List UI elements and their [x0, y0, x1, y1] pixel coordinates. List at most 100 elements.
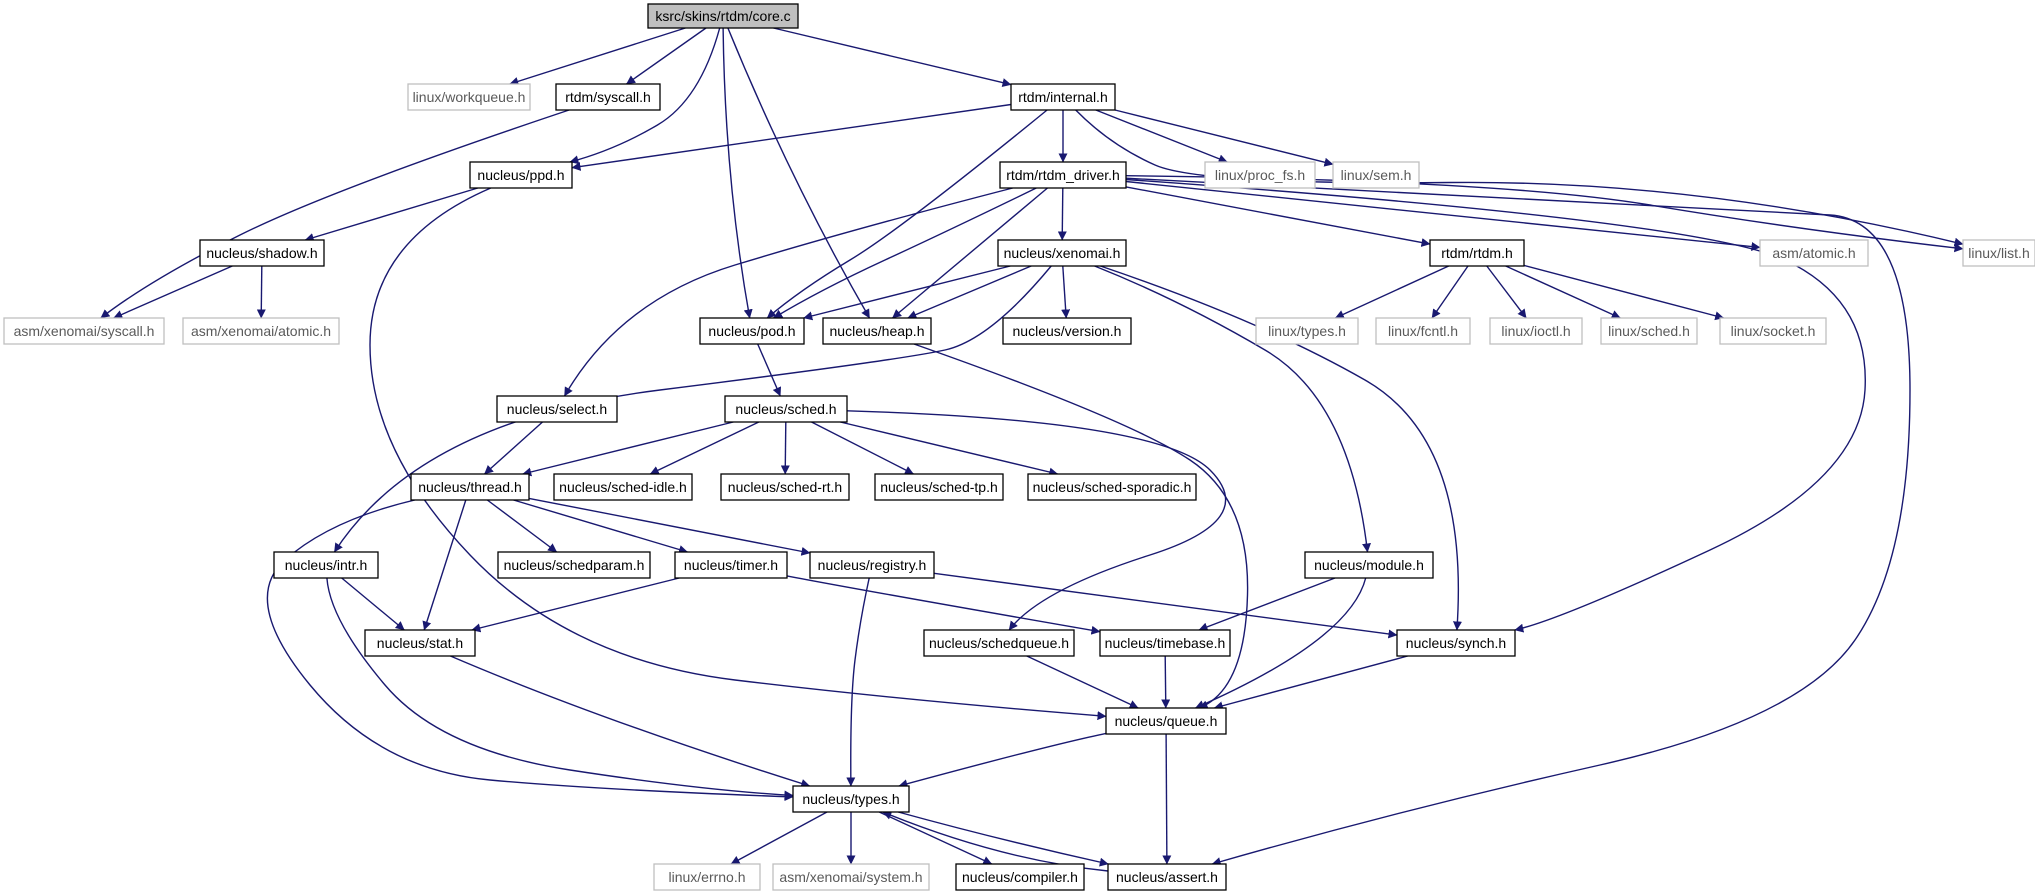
node-nucleus-schedqueue[interactable]: nucleus/schedqueue.h — [923, 629, 1075, 657]
node-label: nucleus/intr.h — [285, 557, 368, 573]
node-rtdm-syscall[interactable]: rtdm/syscall.h — [555, 83, 661, 111]
node-rtdm-internal[interactable]: rtdm/internal.h — [1010, 83, 1116, 111]
edge-nucleus-queue-to-nucleus-assert — [1162, 733, 1172, 865]
node-box — [999, 161, 1127, 189]
edge-nucleus-select-to-nucleus-thread — [484, 421, 543, 475]
edge-rtdm-driver-to-nucleus-xenomai — [1057, 187, 1067, 241]
edge-nucleus-intr-to-nucleus-stat — [341, 577, 405, 631]
node-linux-sem: linux/sem.h — [1332, 161, 1420, 189]
edge-nucleus-types-to-nucleus-compiler — [878, 811, 993, 865]
node-nucleus-timer[interactable]: nucleus/timer.h — [674, 551, 788, 579]
node-core-c[interactable]: ksrc/skins/rtdm/core.c — [647, 3, 799, 29]
edge-rtdm-internal-to-linux-proc-fs — [1095, 109, 1228, 164]
node-box — [1099, 629, 1231, 657]
edge-nucleus-module-to-nucleus-queue — [1195, 577, 1367, 709]
node-label: asm/atomic.h — [1772, 245, 1855, 261]
node-box — [724, 395, 848, 423]
edge-rtdm-internal-to-linux-sem — [1114, 109, 1334, 167]
node-nucleus-registry[interactable]: nucleus/registry.h — [809, 551, 935, 579]
edge-nucleus-queue-to-nucleus-types — [898, 732, 1107, 789]
edge-nucleus-xenomai-to-nucleus-heap — [907, 265, 1032, 319]
node-label: nucleus/module.h — [1314, 557, 1424, 573]
edge-nucleus-sched-to-nucleus-sched-tp — [811, 421, 914, 475]
node-nucleus-pod[interactable]: nucleus/pod.h — [699, 317, 805, 345]
edge-nucleus-thread-to-nucleus-stat — [422, 499, 467, 631]
node-box — [1962, 239, 2035, 267]
edge-nucleus-timer-to-nucleus-timebase — [786, 575, 1101, 635]
edge-nucleus-ppd-to-nucleus-shadow — [304, 187, 479, 242]
node-nucleus-sched-tp[interactable]: nucleus/sched-tp.h — [874, 473, 1004, 501]
node-box — [1429, 239, 1525, 267]
node-label: nucleus/heap.h — [830, 323, 925, 339]
node-asm-atomic: asm/atomic.h — [1759, 239, 1869, 267]
edge-rtdm-internal-to-nucleus-ppd — [571, 103, 1012, 171]
edge-rtdm-rtdm-to-linux-sched — [1505, 265, 1621, 319]
node-nucleus-ppd[interactable]: nucleus/ppd.h — [469, 161, 573, 189]
edge-nucleus-thread-to-nucleus-timer — [513, 499, 688, 554]
node-label: nucleus/pod.h — [708, 323, 795, 339]
node-box — [1027, 473, 1197, 501]
node-nucleus-timebase[interactable]: nucleus/timebase.h — [1099, 629, 1231, 657]
edge-nucleus-heap-to-nucleus-queue — [913, 343, 1249, 710]
edge-rtdm-driver-to-nucleus-select — [563, 187, 1013, 397]
node-label: linux/sem.h — [1341, 167, 1412, 183]
node-nucleus-version[interactable]: nucleus/version.h — [1002, 317, 1132, 345]
node-rtdm-driver[interactable]: rtdm/rtdm_driver.h — [999, 161, 1127, 189]
node-nucleus-stat[interactable]: nucleus/stat.h — [364, 629, 476, 657]
node-box — [647, 3, 799, 29]
node-nucleus-module[interactable]: nucleus/module.h — [1304, 551, 1434, 579]
node-nucleus-heap[interactable]: nucleus/heap.h — [822, 317, 932, 345]
node-label: nucleus/shadow.h — [206, 245, 317, 261]
node-linux-sched: linux/sched.h — [1600, 317, 1698, 345]
node-label: nucleus/sched.h — [735, 401, 836, 417]
node-box — [1002, 317, 1132, 345]
node-box — [955, 863, 1085, 891]
node-nucleus-synch[interactable]: nucleus/synch.h — [1396, 629, 1516, 657]
node-label: nucleus/registry.h — [818, 557, 927, 573]
node-nucleus-xenomai[interactable]: nucleus/xenomai.h — [997, 239, 1127, 267]
edge-nucleus-module-to-nucleus-timebase — [1198, 577, 1336, 632]
node-label: nucleus/ppd.h — [477, 167, 564, 183]
node-nucleus-assert[interactable]: nucleus/assert.h — [1107, 863, 1227, 891]
node-rtdm-rtdm[interactable]: rtdm/rtdm.h — [1429, 239, 1525, 267]
node-label: nucleus/select.h — [507, 401, 607, 417]
edge-core-c-to-nucleus-ppd — [569, 27, 721, 165]
node-nucleus-schedparam[interactable]: nucleus/schedparam.h — [497, 551, 651, 579]
node-nucleus-sched[interactable]: nucleus/sched.h — [724, 395, 848, 423]
edge-nucleus-registry-to-nucleus-synch — [933, 572, 1398, 639]
node-box — [1489, 317, 1583, 345]
edge-core-c-to-nucleus-heap — [727, 27, 871, 319]
node-label: linux/fcntl.h — [1388, 323, 1458, 339]
node-label: asm/xenomai/system.h — [779, 869, 922, 885]
node-nucleus-types[interactable]: nucleus/types.h — [792, 785, 910, 813]
edge-nucleus-sched-to-nucleus-schedqueue — [846, 410, 1227, 631]
node-box — [553, 473, 693, 501]
edge-core-c-to-rtdm-syscall — [626, 27, 707, 85]
node-nucleus-thread[interactable]: nucleus/thread.h — [410, 473, 530, 501]
node-label: rtdm/internal.h — [1018, 89, 1107, 105]
node-nucleus-sched-idle[interactable]: nucleus/sched-idle.h — [553, 473, 693, 501]
node-nucleus-shadow[interactable]: nucleus/shadow.h — [199, 239, 325, 267]
node-box — [1375, 317, 1471, 345]
edge-rtdm-rtdm-to-linux-ioctl — [1486, 265, 1527, 319]
node-nucleus-select[interactable]: nucleus/select.h — [496, 395, 618, 423]
node-nucleus-queue[interactable]: nucleus/queue.h — [1105, 707, 1227, 735]
node-nucleus-compiler[interactable]: nucleus/compiler.h — [955, 863, 1085, 891]
node-box — [1304, 551, 1434, 579]
node-linux-proc-fs: linux/proc_fs.h — [1204, 161, 1316, 189]
edge-nucleus-ppd-to-nucleus-queue — [369, 187, 1107, 721]
node-nucleus-sched-sporadic[interactable]: nucleus/sched-sporadic.h — [1027, 473, 1197, 501]
node-nucleus-intr[interactable]: nucleus/intr.h — [273, 551, 379, 579]
node-label: nucleus/timer.h — [684, 557, 778, 573]
node-label: linux/list.h — [1968, 245, 2029, 261]
node-label: rtdm/rtdm_driver.h — [1006, 167, 1120, 183]
edge-rtdm-rtdm-to-linux-socket — [1523, 264, 1725, 321]
edge-nucleus-types-to-linux-errno — [730, 811, 828, 865]
node-label: nucleus/timebase.h — [1105, 635, 1226, 651]
node-box — [182, 317, 340, 345]
node-nucleus-sched-rt[interactable]: nucleus/sched-rt.h — [720, 473, 850, 501]
node-box — [1600, 317, 1698, 345]
node-box — [674, 551, 788, 579]
node-box — [1255, 317, 1359, 345]
